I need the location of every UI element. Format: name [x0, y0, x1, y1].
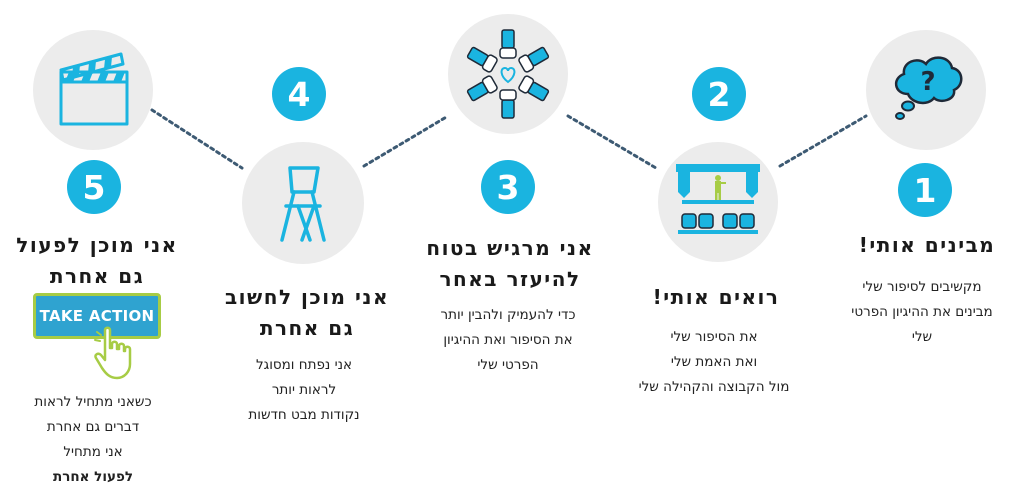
theater-stage-icon — [676, 164, 760, 234]
step-5-icon-circle — [33, 30, 153, 150]
connector-2-1 — [778, 114, 868, 168]
hands-circle-heart-icon — [466, 29, 550, 119]
step-1-icon-circle: ? — [866, 30, 986, 150]
thought-bubble-question-icon: ? — [895, 56, 963, 120]
step-4-description: אני נפתח ומסוגל לראות יותר נקודות מבט חד… — [248, 357, 360, 423]
step-4-icon-circle — [242, 142, 364, 264]
pointing-hand-icon — [94, 326, 132, 380]
step-1-title: מבינים אותי! — [858, 233, 996, 257]
step-2-title: רואים אותי! — [652, 285, 780, 309]
step-3-number: 3 — [481, 160, 535, 214]
step-3-icon-circle — [448, 14, 568, 134]
connector-5-4 — [150, 108, 244, 170]
svg-text:?: ? — [920, 67, 935, 97]
step-4-title: אני מוכן לחשוב גם אחרת — [224, 285, 390, 340]
connector-4-3 — [362, 114, 450, 168]
step-3-title: אני מרגיש בטוח להיעזר באחר — [426, 236, 594, 291]
clapperboard-icon — [59, 52, 129, 126]
step-1-description: מקשיבים לסיפור שלי מבינים את ההיגיון הפר… — [851, 279, 993, 345]
connector-3-2 — [566, 114, 658, 170]
step-3-description: כדי להעמיק ולהבין יותר את הסיפור ואת ההי… — [440, 307, 576, 373]
step-2-number: 2 — [692, 67, 746, 121]
step-1-number: 1 — [898, 163, 952, 217]
take-action-button[interactable]: TAKE ACTION — [33, 293, 161, 339]
step-5-description: כשאני מתחיל לראות דברים גם אחרת אני מתחי… — [34, 394, 152, 485]
step-2-description: את הסיפור שלי ואת האמת שלי מול הקבוצה וה… — [638, 329, 790, 395]
step-5-title: אני מוכן לפעול גם אחרת — [16, 233, 178, 288]
step-2-icon-circle — [658, 142, 778, 262]
folding-chair-icon — [280, 166, 326, 242]
step-4-number: 4 — [272, 67, 326, 121]
step-5-number: 5 — [67, 160, 121, 214]
